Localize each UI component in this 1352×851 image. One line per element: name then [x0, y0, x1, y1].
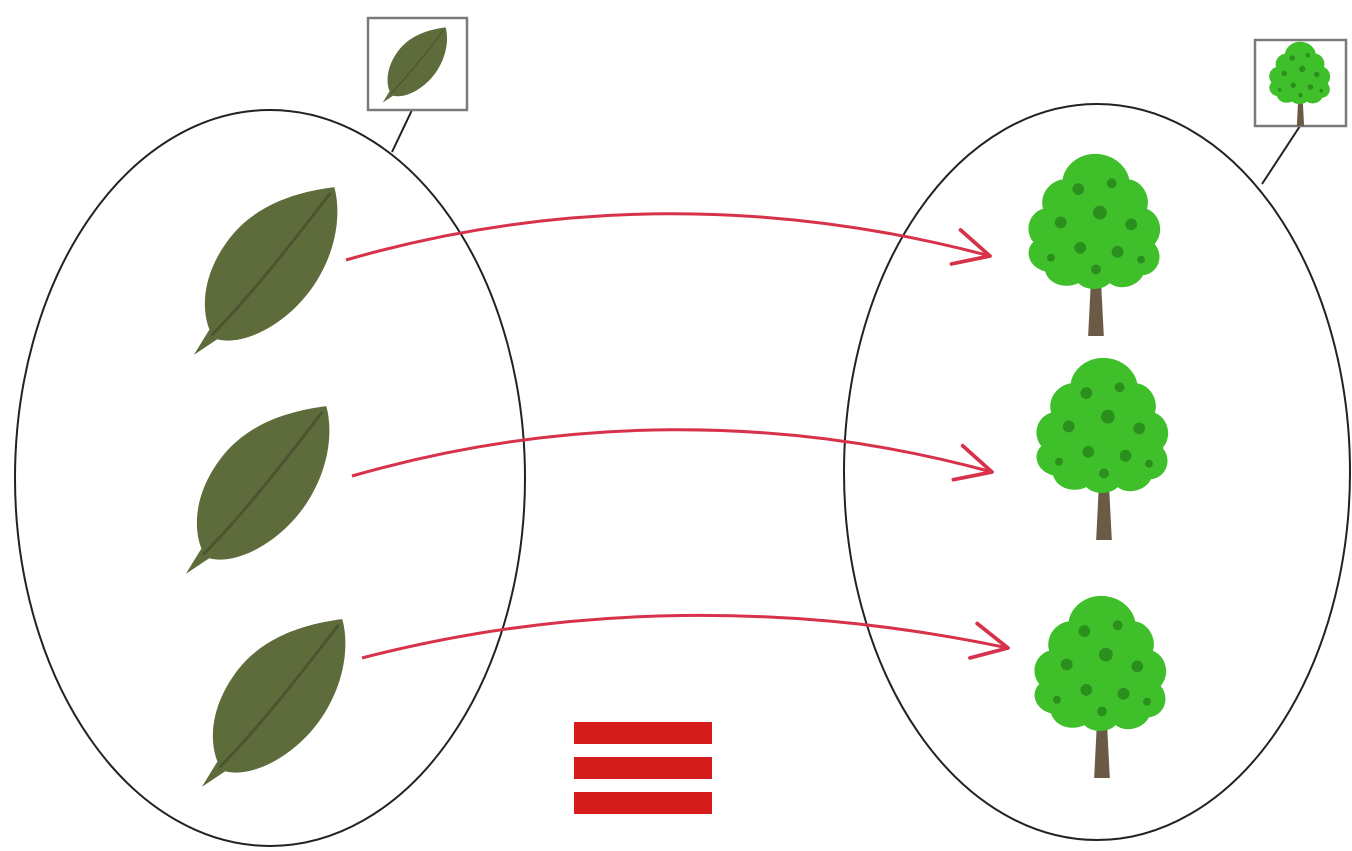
- tree-icon: [1034, 595, 1167, 778]
- mapping-arrow: [345, 212, 992, 266]
- codomain-legend-connector: [1261, 125, 1301, 185]
- domain-legend: [366, 16, 469, 112]
- equivalence-bar: [574, 757, 712, 779]
- equivalence-bar: [574, 792, 712, 814]
- domain-set: [14, 16, 526, 847]
- codomain-set: [843, 38, 1351, 841]
- mapping-arrow: [361, 613, 1010, 660]
- tree-icon: [1028, 153, 1161, 336]
- leaf-icon: [184, 404, 331, 576]
- identical-to-icon: [574, 722, 712, 814]
- leaf-icon: [200, 617, 347, 789]
- leaf-icon: [192, 185, 339, 357]
- mapping-arrows: [345, 212, 1010, 660]
- codomain-set-ellipse: [843, 103, 1351, 841]
- domain-legend-connector: [391, 109, 413, 153]
- tree-icon: [1036, 357, 1169, 540]
- equivalence-bar: [574, 722, 712, 744]
- domain-legend-box: [366, 16, 469, 112]
- domain-set-ellipse: [14, 109, 526, 847]
- codomain-legend: [1253, 38, 1348, 128]
- mapping-arrow: [351, 428, 994, 482]
